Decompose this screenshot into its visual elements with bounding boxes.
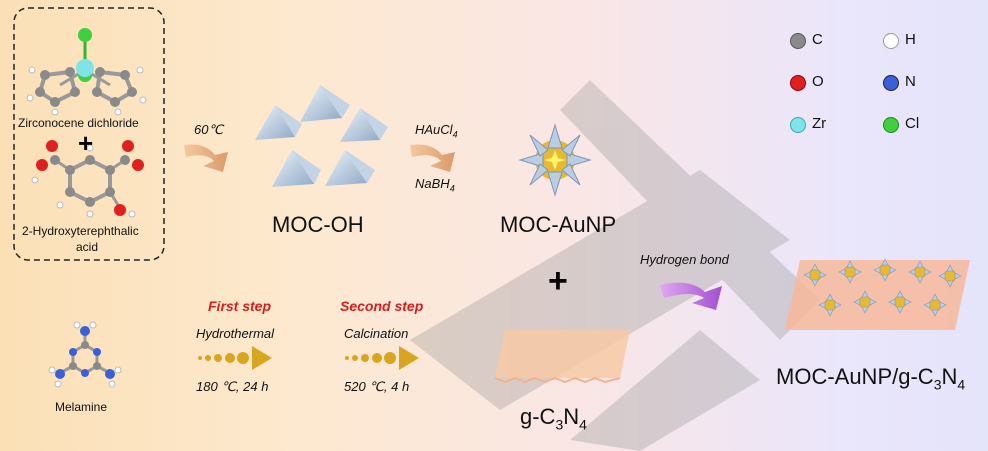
moc-oh-label: MOC-OH	[272, 212, 364, 237]
gcn-sheet	[494, 330, 630, 384]
reactant-frame	[13, 7, 165, 261]
legend-dot-cl	[883, 117, 899, 133]
legend-label-o: O	[812, 73, 824, 90]
legend-dot-o	[790, 75, 806, 91]
composite-label: MOC-AuNP/g-C3N4	[776, 364, 966, 393]
calcination-label: Calcination	[344, 326, 409, 341]
hydrothermal-label: Hydrothermal	[196, 326, 275, 341]
legend-label-c: C	[812, 31, 823, 48]
linker-label-line2: acid	[76, 240, 99, 254]
gcn-label: g-C3N4	[520, 404, 587, 433]
second-step-label: Second step	[340, 298, 424, 314]
product-plus: +	[548, 262, 568, 300]
reagent-nabh4: NaBH4	[415, 176, 455, 194]
legend-label-h: H	[905, 31, 916, 48]
arrow-hydrogen-bond	[660, 282, 722, 310]
legend-dot-zr	[790, 117, 806, 133]
step-temp-label: 60℃	[194, 122, 224, 137]
first-step-conditions: 180 ℃, 24 h	[196, 379, 269, 394]
arrow-step-au	[410, 144, 455, 172]
melamine-label: Melamine	[55, 400, 108, 414]
zirconocene-label: Zirconocene dichloride	[18, 116, 139, 130]
legend-dot-h	[883, 33, 899, 49]
reactant-plus: +	[78, 128, 94, 158]
arrow-first-step	[198, 346, 272, 370]
melamine-molecule	[48, 321, 122, 388]
legend-label-zr: Zr	[812, 115, 827, 132]
hydrogen-bond-label: Hydrogen bond	[640, 252, 729, 267]
composite-sheet	[785, 258, 970, 330]
legend-label-cl: Cl	[905, 115, 920, 132]
background-band	[410, 80, 820, 451]
first-step-label: First step	[208, 298, 272, 314]
legend-dot-n	[883, 75, 899, 91]
linker-label-line1: 2-Hydroxyterephthalic	[22, 224, 139, 238]
hydroxyterephthalic-molecule	[31, 140, 144, 218]
zirconocene-molecule	[26, 28, 147, 116]
moc-oh-pyramids	[255, 85, 388, 187]
moc-aunp-cluster	[518, 123, 592, 197]
reagent-haucl4: HAuCl4	[415, 122, 458, 140]
second-step-conditions: 520 ℃, 4 h	[344, 379, 410, 394]
moc-aunp-label: MOC-AuNP	[500, 212, 617, 237]
legend-label-n: N	[905, 73, 916, 90]
legend-dot-c	[790, 33, 806, 49]
arrow-step-60c	[184, 144, 228, 172]
arrow-second-step	[345, 346, 419, 370]
